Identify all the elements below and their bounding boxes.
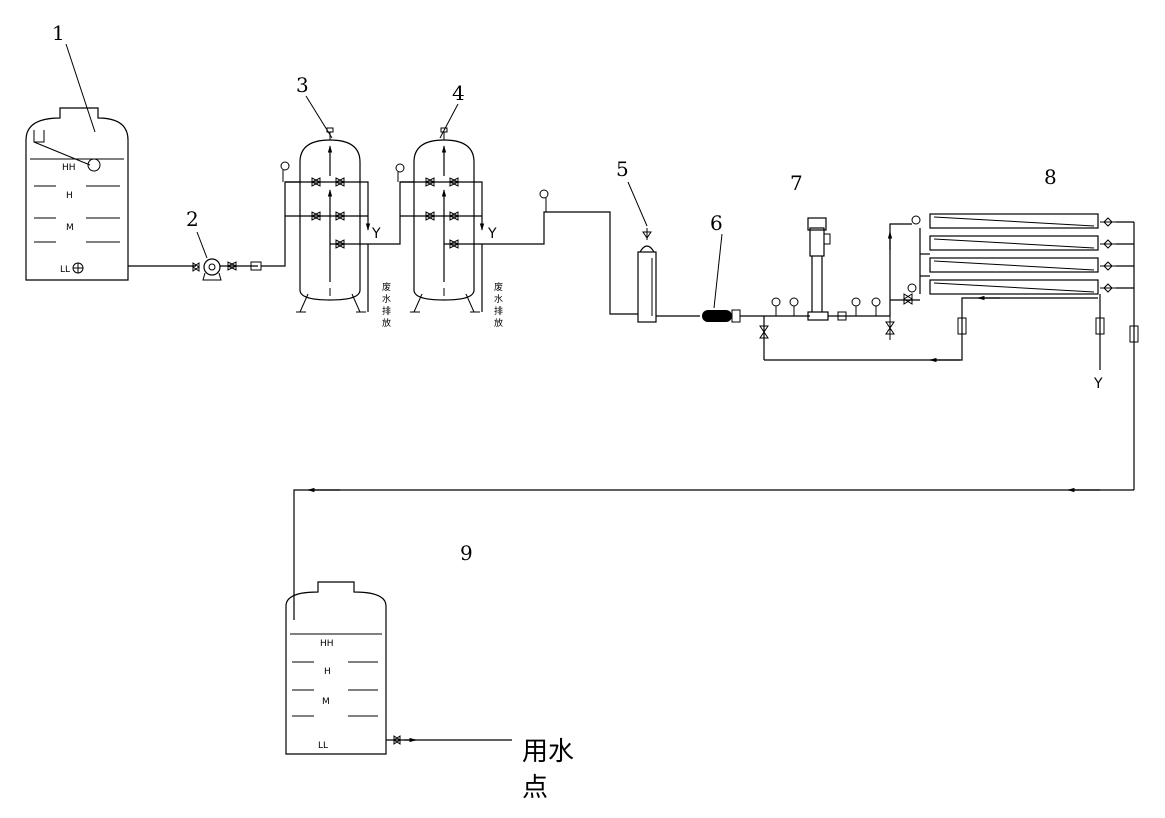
label-leader-3 — [305, 95, 333, 139]
svg-text:放: 放 — [494, 317, 503, 329]
pipe-product-to-tank9 — [293, 489, 1134, 620]
point-of-use-label-line1: 用水 — [522, 737, 574, 767]
equipment-number-1: 1 — [52, 21, 65, 45]
svg-text:水: 水 — [382, 293, 391, 305]
equipment-number-2: 2 — [186, 207, 199, 231]
equipment-number-5: 5 — [616, 157, 629, 181]
output-y-label-8: Y — [1093, 376, 1103, 392]
tank9-level-ll: LL — [318, 741, 328, 751]
pipe-concentrate-return — [764, 318, 963, 361]
svg-text:放: 放 — [382, 317, 391, 329]
tank9-level-hh: HH — [320, 639, 334, 649]
outlet-pipe — [386, 735, 512, 745]
svg-text:废: 废 — [382, 281, 391, 293]
equipment-number-3: 3 — [296, 73, 309, 97]
point-of-use-label-line2: 点 — [522, 773, 548, 803]
equipment-number-9: 9 — [460, 541, 473, 565]
precision-filter-unit — [702, 309, 764, 323]
output-y-label-4: Y — [487, 226, 497, 242]
equipment-number-6: 6 — [710, 211, 723, 235]
pipe-pump-to-filter3 — [261, 181, 300, 267]
drain-label-3: 废 水 排 放 — [382, 281, 391, 329]
tank1-level-ll: LL — [60, 265, 70, 275]
pipe-filter4-to-cartridge — [482, 211, 638, 315]
tank9-level-m: M — [322, 697, 330, 707]
output-y-label-3: Y — [371, 226, 381, 242]
tank1-level-h: H — [66, 191, 73, 201]
raw-water-tank: HH H M LL — [25, 107, 129, 281]
cartridge-filter — [637, 228, 657, 323]
sand-filter-tank — [285, 127, 371, 313]
equipment-number-8: 8 — [1044, 165, 1057, 189]
carbon-filter-tank — [400, 127, 485, 313]
label-leader-6 — [713, 233, 723, 309]
product-water-tank: HH H M LL — [285, 581, 387, 755]
label-leader-5 — [627, 181, 648, 227]
tank1-level-m: M — [66, 223, 74, 233]
label-leader-4 — [439, 103, 459, 139]
raw-water-pump — [192, 258, 262, 281]
svg-text:水: 水 — [494, 293, 503, 305]
label-leader-1 — [65, 43, 96, 133]
equipment-number-7: 7 — [790, 171, 803, 195]
tank9-level-h: H — [324, 667, 331, 677]
svg-text:废: 废 — [494, 281, 503, 293]
high-pressure-pump — [759, 217, 890, 360]
label-leader-2 — [196, 231, 208, 259]
drain-label-4: 废 水 排 放 — [494, 281, 503, 329]
svg-text:排: 排 — [382, 305, 391, 317]
ro-membrane-array — [885, 213, 1139, 490]
equipment-number-4: 4 — [452, 81, 465, 105]
svg-text:排: 排 — [494, 305, 503, 317]
tank1-level-hh: HH — [62, 163, 76, 173]
level-sensor-icon — [72, 262, 84, 274]
